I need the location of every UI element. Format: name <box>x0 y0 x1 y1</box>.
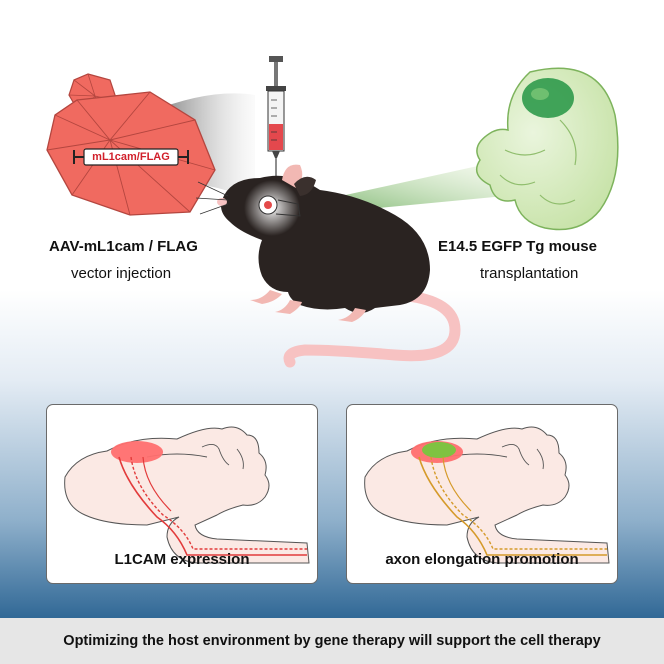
mouse <box>195 164 430 322</box>
donor-subtitle: transplantation <box>480 265 579 282</box>
footer-text: Optimizing the host environment by gene … <box>63 633 601 649</box>
footer-banner: Optimizing the host environment by gene … <box>0 618 664 664</box>
top-illustration <box>46 56 619 368</box>
panel-l1cam-expression: L1CAM expression <box>46 404 318 584</box>
donor-title: E14.5 EGFP Tg mouse <box>438 238 597 255</box>
embryo <box>475 67 619 231</box>
panel-axon-elongation: axon elongation promotion <box>346 404 618 584</box>
panel-caption: L1CAM expression <box>114 551 250 568</box>
graft-area <box>422 442 456 458</box>
vector-title: AAV-mL1cam / FLAG <box>49 238 198 255</box>
brain-sagittal-diagram <box>64 426 310 564</box>
vector-subtitle: vector injection <box>71 265 172 282</box>
expression-area <box>111 441 163 463</box>
panel-caption: axon elongation promotion <box>385 551 579 568</box>
construct-label: mL1cam/FLAG <box>92 151 170 163</box>
brain-sagittal-diagram <box>364 426 610 564</box>
construct-capsule: mL1cam/FLAG <box>72 146 190 168</box>
syringe <box>266 56 286 180</box>
mouse-tail <box>283 289 461 368</box>
